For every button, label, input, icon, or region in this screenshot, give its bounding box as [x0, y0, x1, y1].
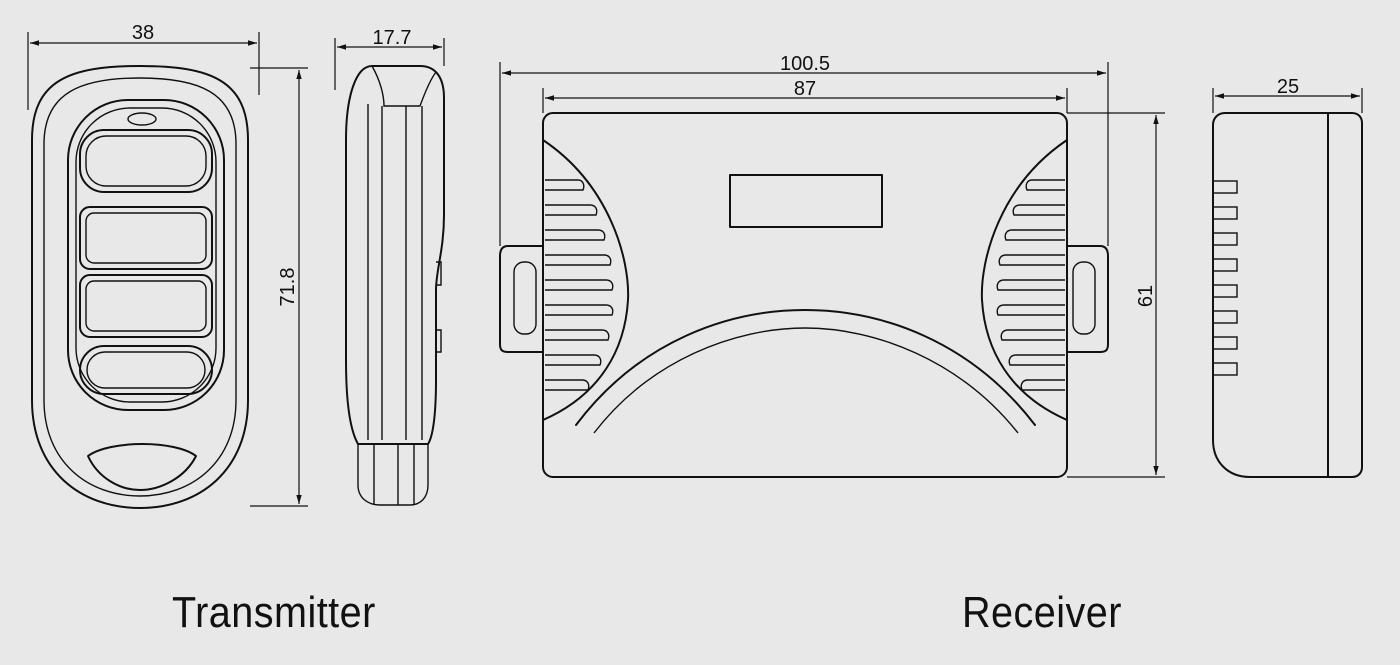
transmitter-button-1	[79, 129, 213, 193]
dim-transmitter-height: 71.8	[277, 268, 299, 307]
receiver-caption: Receiver	[962, 588, 1122, 637]
transmitter-front-view	[31, 65, 249, 509]
transmitter-caption: Transmitter	[172, 588, 376, 637]
receiver-side-view	[1212, 112, 1363, 478]
transmitter-button-2	[79, 206, 213, 270]
dim-transmitter-thickness: 17.7	[373, 27, 412, 49]
dim-transmitter-width: 38	[132, 22, 154, 44]
dim-receiver-height: 61	[1135, 285, 1157, 307]
receiver-front-view	[499, 112, 1109, 478]
dimension-lines	[27, 32, 1363, 507]
transmitter-button-3	[79, 274, 213, 338]
transmitter-button-4	[79, 345, 213, 395]
transmitter-side-view	[345, 65, 445, 506]
dim-receiver-overall-width: 100.5	[780, 53, 830, 75]
dim-receiver-body-width: 87	[794, 78, 816, 100]
dim-receiver-depth: 25	[1277, 76, 1299, 98]
